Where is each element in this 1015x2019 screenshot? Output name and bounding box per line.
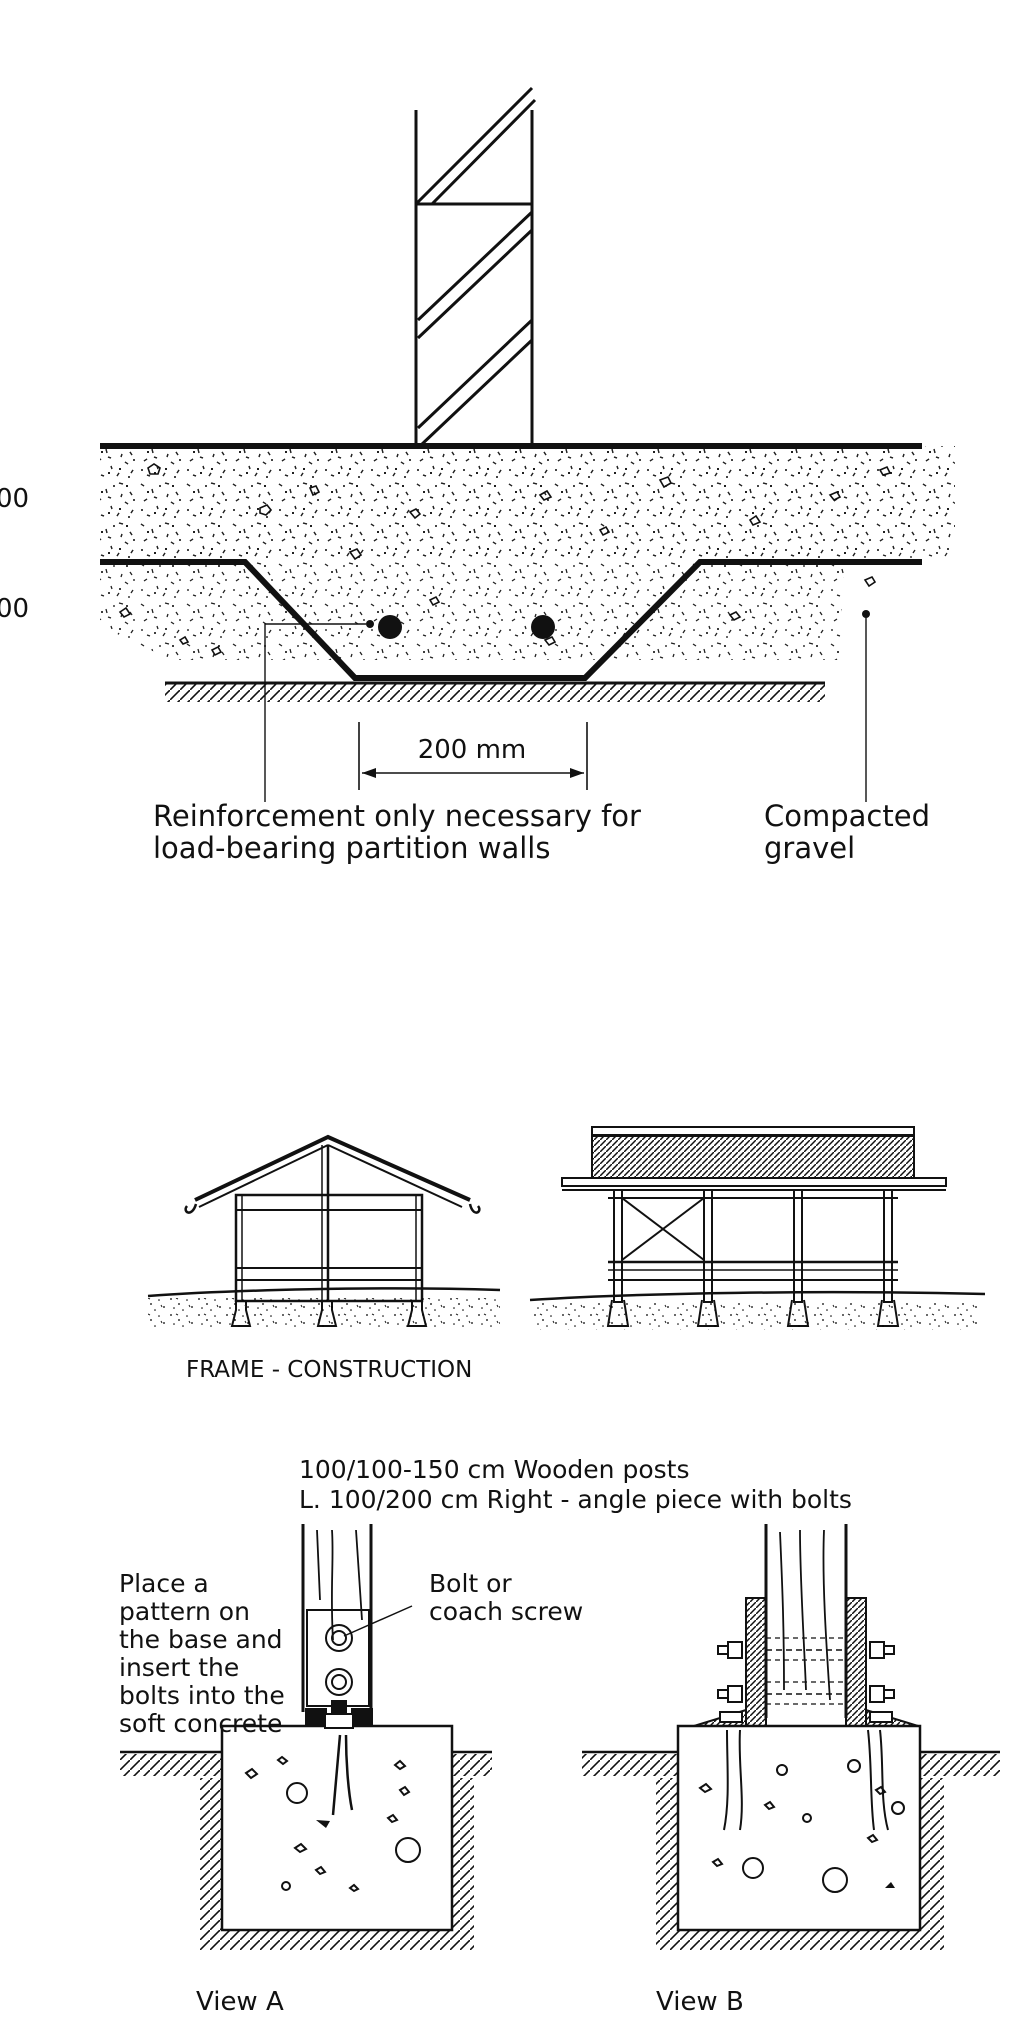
rebar-1 [378, 615, 402, 639]
slab-section-diagram: 200 mm 00 00 Reinforcement only necessar… [0, 86, 955, 865]
bolt-note-line2: coach screw [429, 1597, 583, 1626]
bolt-note-line1: Bolt or [429, 1569, 512, 1598]
concrete-footing-b [676, 1724, 922, 1932]
post-footing-details: 100/100-150 cm Wooden posts L. 100/200 c… [119, 1455, 1000, 2017]
reinforcement-note-line1: Reinforcement only necessary for [153, 799, 641, 833]
frame-construction-diagrams: FRAME - CONSTRUCTION [147, 1126, 986, 1383]
place-note-line6: soft concrete [119, 1709, 282, 1738]
place-note-line1: Place a [119, 1569, 209, 1598]
bolt-note: Bolt or coach screw [429, 1569, 583, 1626]
gable-roof-house [147, 1134, 501, 1328]
left-edge-number-1: 00 [0, 484, 29, 514]
post-header-line1: 100/100-150 cm Wooden posts [299, 1455, 690, 1484]
ground-hatch [165, 681, 825, 702]
dimension-200mm: 200 mm [358, 722, 588, 790]
reinforcement-leader [264, 623, 366, 802]
dimension-label: 200 mm [418, 735, 527, 765]
place-note-line5: bolts into the [119, 1681, 285, 1710]
place-note: Place a pattern on the base and insert t… [119, 1569, 285, 1738]
gravel-label-line1: Compacted [764, 799, 930, 833]
place-note-line2: pattern on [119, 1597, 250, 1626]
gravel-label-line2: gravel [764, 831, 855, 865]
view-a-detail [120, 1524, 492, 1950]
thatched-roof-house [529, 1126, 986, 1330]
slab-bottom-line [100, 559, 922, 681]
view-b-detail [582, 1524, 1000, 1950]
view-b-label: View B [656, 1987, 744, 2017]
place-note-line3: the base and [119, 1625, 283, 1654]
slab-concrete-fill [100, 448, 950, 558]
left-edge-number-2: 00 [0, 594, 29, 624]
aggregate-stones [118, 463, 892, 657]
frame-construction-caption: FRAME - CONSTRUCTION [186, 1357, 472, 1383]
rebar-leader-dot [366, 620, 374, 628]
rebar-2 [531, 615, 555, 639]
partition-wall [414, 86, 537, 448]
place-note-line4: insert the [119, 1653, 239, 1682]
post-header-line2: L. 100/200 cm Right - angle piece with b… [299, 1485, 852, 1514]
view-a-label: View A [196, 1987, 284, 2017]
reinforcement-note-line2: load-bearing partition walls [153, 831, 550, 865]
